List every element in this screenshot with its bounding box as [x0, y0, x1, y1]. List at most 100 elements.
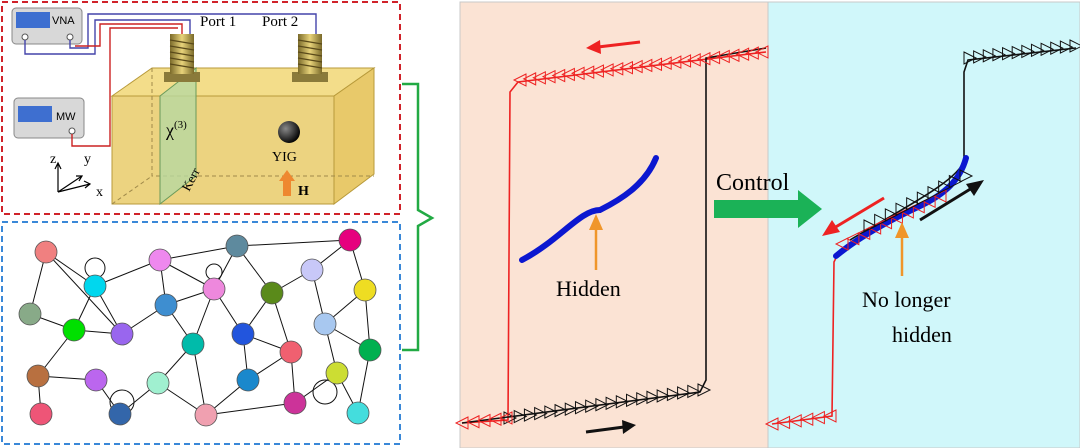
network-node: [62, 318, 86, 342]
branch-marker: [534, 406, 548, 421]
control-label: Control: [716, 170, 790, 196]
branch-marker: [605, 396, 620, 411]
branch-marker: [554, 403, 569, 418]
branch-marker: [1011, 45, 1026, 60]
red-diagonal-arrow-icon: [822, 196, 885, 236]
diagonal-triangle-markers: [834, 169, 974, 251]
network-node: [313, 312, 337, 336]
no-longer-pointer-arrow-icon: [895, 222, 909, 276]
branch-marker: [938, 180, 952, 194]
branch-marker: [948, 174, 963, 189]
mw-device: MW: [13, 97, 85, 139]
network-edge: [192, 343, 207, 416]
port-1-connector: [164, 34, 200, 82]
branch-marker: [1050, 41, 1064, 55]
branch-marker: [884, 208, 899, 222]
network-node: [279, 340, 303, 364]
branch-marker: [776, 415, 791, 430]
black-forward-branch: [461, 47, 767, 424]
axis-z-label: z: [50, 152, 56, 167]
black-diagonal-arrow-icon: [919, 180, 984, 222]
branch-marker: [636, 392, 650, 406]
network-self-loop: [312, 379, 338, 405]
branch-marker: [982, 49, 997, 63]
branch-marker: [626, 393, 640, 408]
black-right-arrow-icon: [585, 420, 636, 434]
control-arrow-icon: [714, 190, 822, 228]
network-node: [231, 322, 255, 346]
chi3-label: χ(3): [165, 119, 187, 140]
network-node: [338, 228, 362, 252]
network-node: [300, 258, 324, 282]
hidden-background: [459, 1, 769, 448]
branch-marker: [523, 408, 538, 422]
network-node: [202, 277, 226, 301]
network-node: [154, 293, 178, 317]
branch-marker: [963, 51, 978, 65]
network-node: [34, 240, 58, 264]
branch-marker: [973, 50, 987, 64]
branch-marker: [906, 196, 920, 211]
visible-background: [767, 1, 1080, 448]
network-node: [194, 403, 218, 427]
branch-marker: [677, 386, 691, 400]
hidden-pointer-arrow-icon: [589, 214, 603, 270]
branch-marker: [754, 45, 769, 59]
branch-marker: [1059, 40, 1074, 54]
branch-marker: [811, 410, 825, 425]
network-node: [225, 234, 249, 258]
network-node: [148, 248, 172, 272]
red-triangle-markers-bottom-right: [764, 409, 837, 431]
port-1-label: Port 1: [200, 14, 236, 30]
branch-marker: [1021, 44, 1035, 59]
network-node: [236, 368, 260, 392]
hidden-blue-branch: [519, 155, 659, 263]
branch-marker: [697, 383, 712, 397]
red-triangle-markers-top: [512, 45, 769, 87]
branch-marker: [498, 411, 513, 425]
branch-marker: [959, 169, 974, 183]
network-node: [146, 371, 170, 395]
visible-blue-branch: [833, 155, 969, 259]
hidden-label: Hidden: [556, 276, 621, 301]
branch-marker: [574, 400, 589, 415]
no-longer-label-line1: No longer: [862, 287, 951, 312]
network-edge: [94, 259, 161, 287]
network-panel: [1, 221, 401, 445]
branch-marker: [544, 405, 558, 419]
coordinate-axes: [54, 161, 92, 193]
branch-marker: [615, 394, 630, 409]
network-node: [26, 364, 50, 388]
black-triangle-markers-bottom: [503, 383, 712, 425]
branch-marker: [916, 191, 931, 206]
network-edge: [205, 402, 296, 416]
network-node: [325, 361, 349, 385]
network-node: [260, 281, 284, 305]
no-longer-label-line2: hidden: [892, 322, 952, 347]
branch-marker: [666, 387, 681, 402]
network-node: [108, 402, 132, 426]
branch-marker: [656, 389, 671, 403]
branch-marker: [799, 412, 814, 427]
branch-marker: [465, 414, 480, 429]
branch-marker: [646, 390, 661, 405]
axis-x-label: x: [96, 185, 103, 200]
branch-marker: [564, 402, 579, 416]
branch-marker: [845, 231, 860, 246]
branch-marker: [454, 416, 469, 430]
grouping-bracket: [402, 82, 435, 352]
network-node: [83, 274, 107, 298]
branch-marker: [585, 399, 599, 414]
network-node: [358, 338, 382, 362]
branch-marker: [874, 213, 888, 228]
network-node: [110, 322, 134, 346]
branch-marker: [1040, 42, 1055, 57]
network-node: [181, 332, 205, 356]
red-left-arrow-icon: [586, 40, 641, 54]
network-node: [283, 391, 307, 415]
network-edge: [45, 251, 123, 335]
axis-y-label: y: [84, 152, 91, 167]
network-node: [18, 302, 42, 326]
branch-marker: [687, 384, 701, 399]
